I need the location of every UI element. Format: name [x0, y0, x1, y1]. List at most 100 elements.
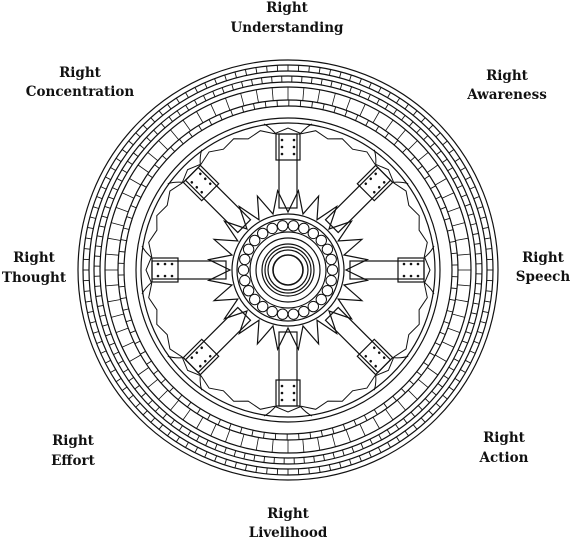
- rim-tick: [98, 305, 104, 306]
- rim-tick: [116, 207, 128, 212]
- rim-tick: [111, 168, 116, 171]
- rim-tick: [475, 254, 481, 255]
- rim-tick: [141, 184, 146, 187]
- rim-tick: [252, 80, 253, 86]
- spoke-dot: [377, 185, 381, 189]
- rim-tick: [108, 300, 121, 302]
- rim-tick: [483, 311, 489, 312]
- rim-tick: [346, 98, 351, 110]
- rim-tick: [473, 303, 479, 304]
- rim-tick: [151, 118, 155, 122]
- rim-tick: [109, 343, 115, 345]
- spoke-shaft: [152, 261, 226, 279]
- hub-bead: [316, 235, 326, 245]
- rim-tick: [421, 418, 425, 422]
- rim-tick: [346, 430, 351, 442]
- hub-ring: [268, 250, 308, 290]
- rim-tick: [329, 465, 330, 471]
- rim-tick: [155, 407, 159, 411]
- hub-bead: [267, 306, 277, 316]
- rim-tick: [108, 197, 114, 199]
- rim-tick: [429, 125, 433, 129]
- spoke-dot: [293, 399, 296, 402]
- rim-tick: [465, 204, 471, 206]
- rim-tick: [455, 300, 468, 302]
- rim-tick: [448, 168, 453, 171]
- hub-bead-ring: [238, 221, 337, 320]
- spoke: [350, 246, 434, 294]
- rim-tick: [352, 447, 354, 453]
- rim-tick: [159, 111, 163, 116]
- spoke-shaft: [350, 261, 424, 279]
- rim-tick: [418, 166, 423, 170]
- spoke-collar: [276, 134, 300, 160]
- rim-tick: [312, 102, 313, 108]
- rim-tick: [449, 367, 454, 370]
- rim-tick: [396, 98, 399, 103]
- rim-tick: [96, 246, 102, 247]
- rim-tick: [388, 442, 391, 447]
- rim-tick: [395, 424, 399, 429]
- rim-tick: [309, 66, 310, 72]
- rim-tick: [401, 389, 405, 393]
- rim-tick: [486, 291, 492, 292]
- rim-tick: [402, 115, 406, 120]
- rim-tick: [162, 156, 167, 160]
- rim-tick: [143, 411, 147, 415]
- label-awareness-line1: Right: [486, 68, 529, 84]
- spoke-dot: [382, 356, 386, 360]
- rim-tick: [430, 143, 435, 147]
- rim-tick: [264, 432, 265, 438]
- rim-tick: [394, 140, 398, 145]
- rim-tick: [106, 254, 119, 255]
- rim-tick: [403, 148, 407, 152]
- rim-tick: [303, 88, 304, 101]
- spoke-dot: [410, 263, 413, 266]
- rim-tick: [123, 228, 129, 230]
- spoke-dot: [372, 346, 376, 350]
- rim-tick: [436, 133, 440, 137]
- rim-tick: [485, 238, 491, 239]
- rim-tick: [435, 343, 440, 346]
- spoke-dot: [382, 180, 386, 184]
- rim-tick: [122, 150, 127, 154]
- spoke-dot: [157, 263, 160, 266]
- rim-tick: [483, 227, 489, 228]
- rim-tick: [386, 120, 394, 131]
- rim-tick: [148, 152, 158, 160]
- label-thought-line2: Thought: [2, 270, 67, 286]
- rim-tick: [408, 390, 417, 399]
- rim-tick: [427, 368, 438, 376]
- rim-tick: [159, 141, 168, 150]
- rim-tick: [267, 66, 268, 72]
- spoke-dot: [369, 359, 373, 363]
- rim-tick: [225, 75, 227, 81]
- spoke-dot: [293, 146, 296, 149]
- rim-tick: [364, 415, 367, 420]
- rim-tick: [254, 104, 255, 110]
- rim-tick: [90, 322, 96, 324]
- rim-tick: [240, 427, 242, 433]
- hub-bead: [322, 286, 332, 296]
- rim-tick: [97, 341, 103, 343]
- rim-tick: [421, 118, 425, 122]
- rim-tick: [480, 217, 486, 219]
- rim-tick: [418, 379, 428, 387]
- rim-tick: [195, 87, 198, 92]
- rim-tick: [413, 111, 417, 116]
- rim-tick: [122, 387, 127, 391]
- rim-tick: [413, 425, 417, 430]
- rim-tick: [321, 79, 322, 85]
- spoke-dot: [374, 172, 378, 176]
- rim-tick: [129, 377, 134, 381]
- rim-tick: [213, 91, 215, 97]
- rim-tick: [334, 107, 336, 113]
- rim-tick: [123, 369, 128, 372]
- rim-tick: [203, 95, 206, 100]
- rim-tick: [235, 462, 237, 468]
- spoke-dot: [293, 139, 296, 142]
- rim-tick: [140, 145, 145, 149]
- rim-tick: [387, 430, 390, 435]
- rim-tick: [453, 176, 458, 179]
- spoke-dot: [364, 354, 368, 358]
